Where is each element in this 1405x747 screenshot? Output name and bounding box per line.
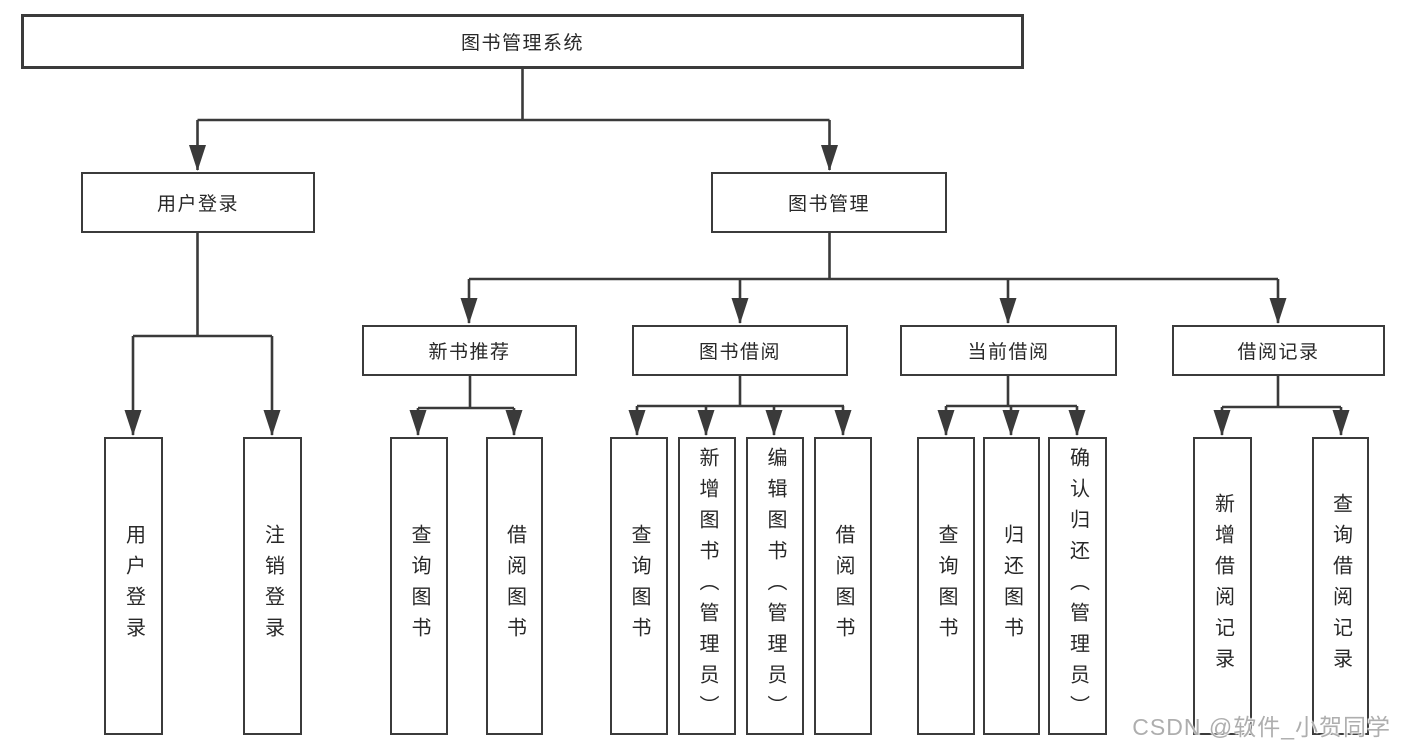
- node-label: 归还图书: [1000, 524, 1023, 648]
- node-edit-books-admin: 编辑图书（管理员）: [746, 437, 804, 735]
- node-add-borrow-record: 新增借阅记录: [1193, 437, 1252, 735]
- node-query-books-1: 查询图书: [390, 437, 448, 735]
- node-book-borrow: 图书借阅: [632, 325, 848, 376]
- node-label: 新增图书（管理员）: [696, 446, 718, 726]
- node-label: 当前借阅: [967, 342, 1050, 363]
- node-label: 图书借阅: [698, 342, 781, 363]
- node-label: 查询图书: [935, 524, 957, 648]
- node-label: 图书管理系统: [460, 33, 584, 54]
- node-borrow-records: 借阅记录: [1172, 325, 1385, 376]
- node-label: 注销登录: [261, 524, 284, 648]
- node-label: 用户登录: [122, 524, 145, 648]
- node-new-book-recommend: 新书推荐: [362, 325, 577, 376]
- node-label: 查询借阅记录: [1329, 493, 1352, 679]
- node-label: 编辑图书（管理员）: [764, 446, 786, 726]
- node-logout-action: 注销登录: [243, 437, 302, 735]
- node-book-management-system: 图书管理系统: [21, 14, 1024, 69]
- node-label: 借阅图书: [832, 524, 854, 648]
- node-label: 查询图书: [408, 524, 430, 648]
- node-label: 用户登录: [156, 194, 239, 215]
- node-label: 新增借阅记录: [1211, 493, 1234, 679]
- node-add-books-admin: 新增图书（管理员）: [678, 437, 736, 735]
- node-borrow-books-2: 借阅图书: [814, 437, 872, 735]
- node-label: 新书推荐: [428, 342, 511, 363]
- node-user-login-branch: 用户登录: [81, 172, 315, 233]
- node-current-borrow: 当前借阅: [900, 325, 1117, 376]
- node-user-login-action: 用户登录: [104, 437, 163, 735]
- node-label: 借阅图书: [503, 524, 526, 648]
- node-label: 确认归还（管理员）: [1066, 446, 1089, 726]
- node-query-books-3: 查询图书: [917, 437, 975, 735]
- node-borrow-books-1: 借阅图书: [486, 437, 543, 735]
- node-book-management-branch: 图书管理: [711, 172, 947, 233]
- node-confirm-return-admin: 确认归还（管理员）: [1048, 437, 1107, 735]
- node-label: 图书管理: [787, 194, 870, 215]
- node-return-books: 归还图书: [983, 437, 1040, 735]
- node-query-borrow-record: 查询借阅记录: [1312, 437, 1369, 735]
- node-label: 借阅记录: [1237, 342, 1320, 363]
- node-label: 查询图书: [628, 524, 650, 648]
- node-query-books-2: 查询图书: [610, 437, 668, 735]
